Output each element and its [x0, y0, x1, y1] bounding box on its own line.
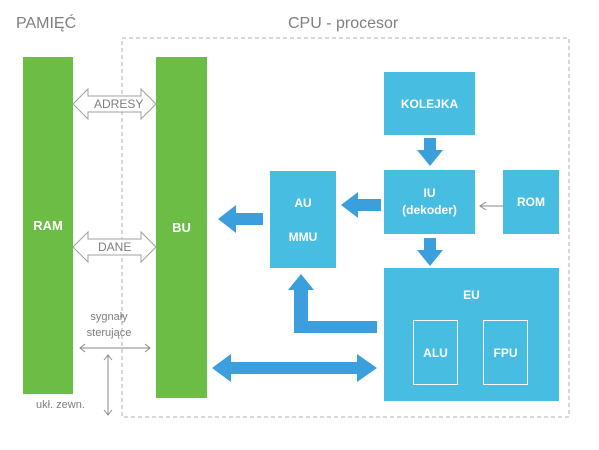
fpu-label: FPU: [493, 345, 518, 360]
sygnaly-label: sygnały sterujące: [84, 309, 134, 341]
eu-to-au-arrow: [288, 274, 377, 333]
mmu-label: MMU: [288, 229, 318, 244]
sygnaly-line1: sygnały: [90, 311, 128, 323]
adresy-label: ADRESY: [94, 97, 144, 111]
eu-block: EU ALU FPU: [384, 268, 559, 401]
au-to-bu-arrow: [218, 205, 263, 233]
au-label: AU: [294, 195, 312, 210]
iu-label: IU: [423, 186, 436, 200]
alu-block: ALU: [413, 320, 458, 385]
rom-to-iu-arrow: [479, 201, 503, 211]
cpu-label: CPU - procesor: [288, 15, 399, 32]
dane-label: DANE: [98, 240, 132, 254]
ukl-zewn-label: ukł. zewn.: [36, 399, 85, 411]
iu-to-eu-arrow: [417, 238, 443, 266]
memory-label: PAMIĘĆ: [16, 15, 77, 32]
kolejka-label: KOLEJKA: [400, 96, 459, 111]
bu-eu-double-arrow: [212, 354, 377, 382]
au-mmu-block: AU MMU: [270, 171, 336, 268]
iu-to-au-arrow: [341, 192, 381, 218]
bu-block: BU: [156, 57, 207, 398]
iu-sublabel: (dekoder): [402, 203, 457, 217]
iu-block: IU (dekoder): [384, 170, 475, 234]
ram-block: RAM: [23, 57, 73, 394]
rom-label: ROM: [517, 195, 545, 209]
kolejka-to-iu-arrow: [417, 138, 443, 166]
sygnaly-arrow: [79, 343, 151, 353]
alu-label: ALU: [423, 345, 448, 360]
bu-label: BU: [172, 220, 191, 235]
kolejka-block: KOLEJKA: [384, 72, 475, 135]
ram-label: RAM: [33, 218, 63, 233]
sygnaly-line2: sterujące: [86, 327, 132, 339]
rom-block: ROM: [503, 170, 559, 234]
ukl-zewn-arrow: [103, 354, 113, 416]
eu-label: EU: [463, 288, 480, 302]
fpu-block: FPU: [483, 320, 528, 385]
